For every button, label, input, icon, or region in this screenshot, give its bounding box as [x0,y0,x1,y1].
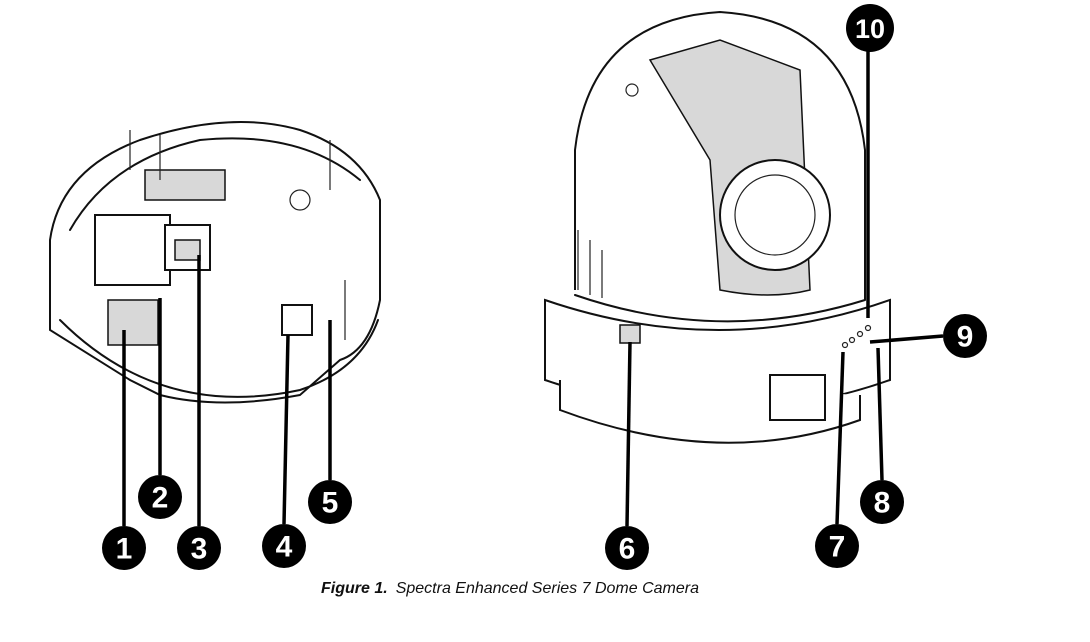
back-box-drawing [49,121,381,404]
figure-label: Figure 1. [321,580,388,597]
figure-caption: Figure 1. Spectra Enhanced Series 7 Dome … [0,580,1020,598]
callout-7: 7 [815,524,859,568]
callout-3: 3 [177,526,221,570]
callout-5: 5 [308,480,352,524]
svg-text:10: 10 [855,14,885,44]
svg-text:3: 3 [191,533,208,566]
svg-text:7: 7 [829,531,846,564]
callout-4: 4 [262,524,306,568]
svg-text:5: 5 [322,487,339,520]
dome-camera-drawing [544,10,891,444]
callout-8: 8 [860,480,904,524]
svg-text:8: 8 [874,487,891,520]
svg-text:4: 4 [276,531,293,564]
callout-9: 9 [943,314,987,358]
callout-6: 6 [605,526,649,570]
svg-text:6: 6 [619,533,636,566]
callout-10: 10 [846,4,894,52]
svg-text:2: 2 [152,482,169,515]
leader-lines [122,50,944,527]
svg-text:1: 1 [116,533,133,566]
svg-text:9: 9 [957,321,974,354]
callout-2: 2 [138,475,182,519]
figure-title: Spectra Enhanced Series 7 Dome Camera [395,580,699,597]
callout-1: 1 [102,526,146,570]
